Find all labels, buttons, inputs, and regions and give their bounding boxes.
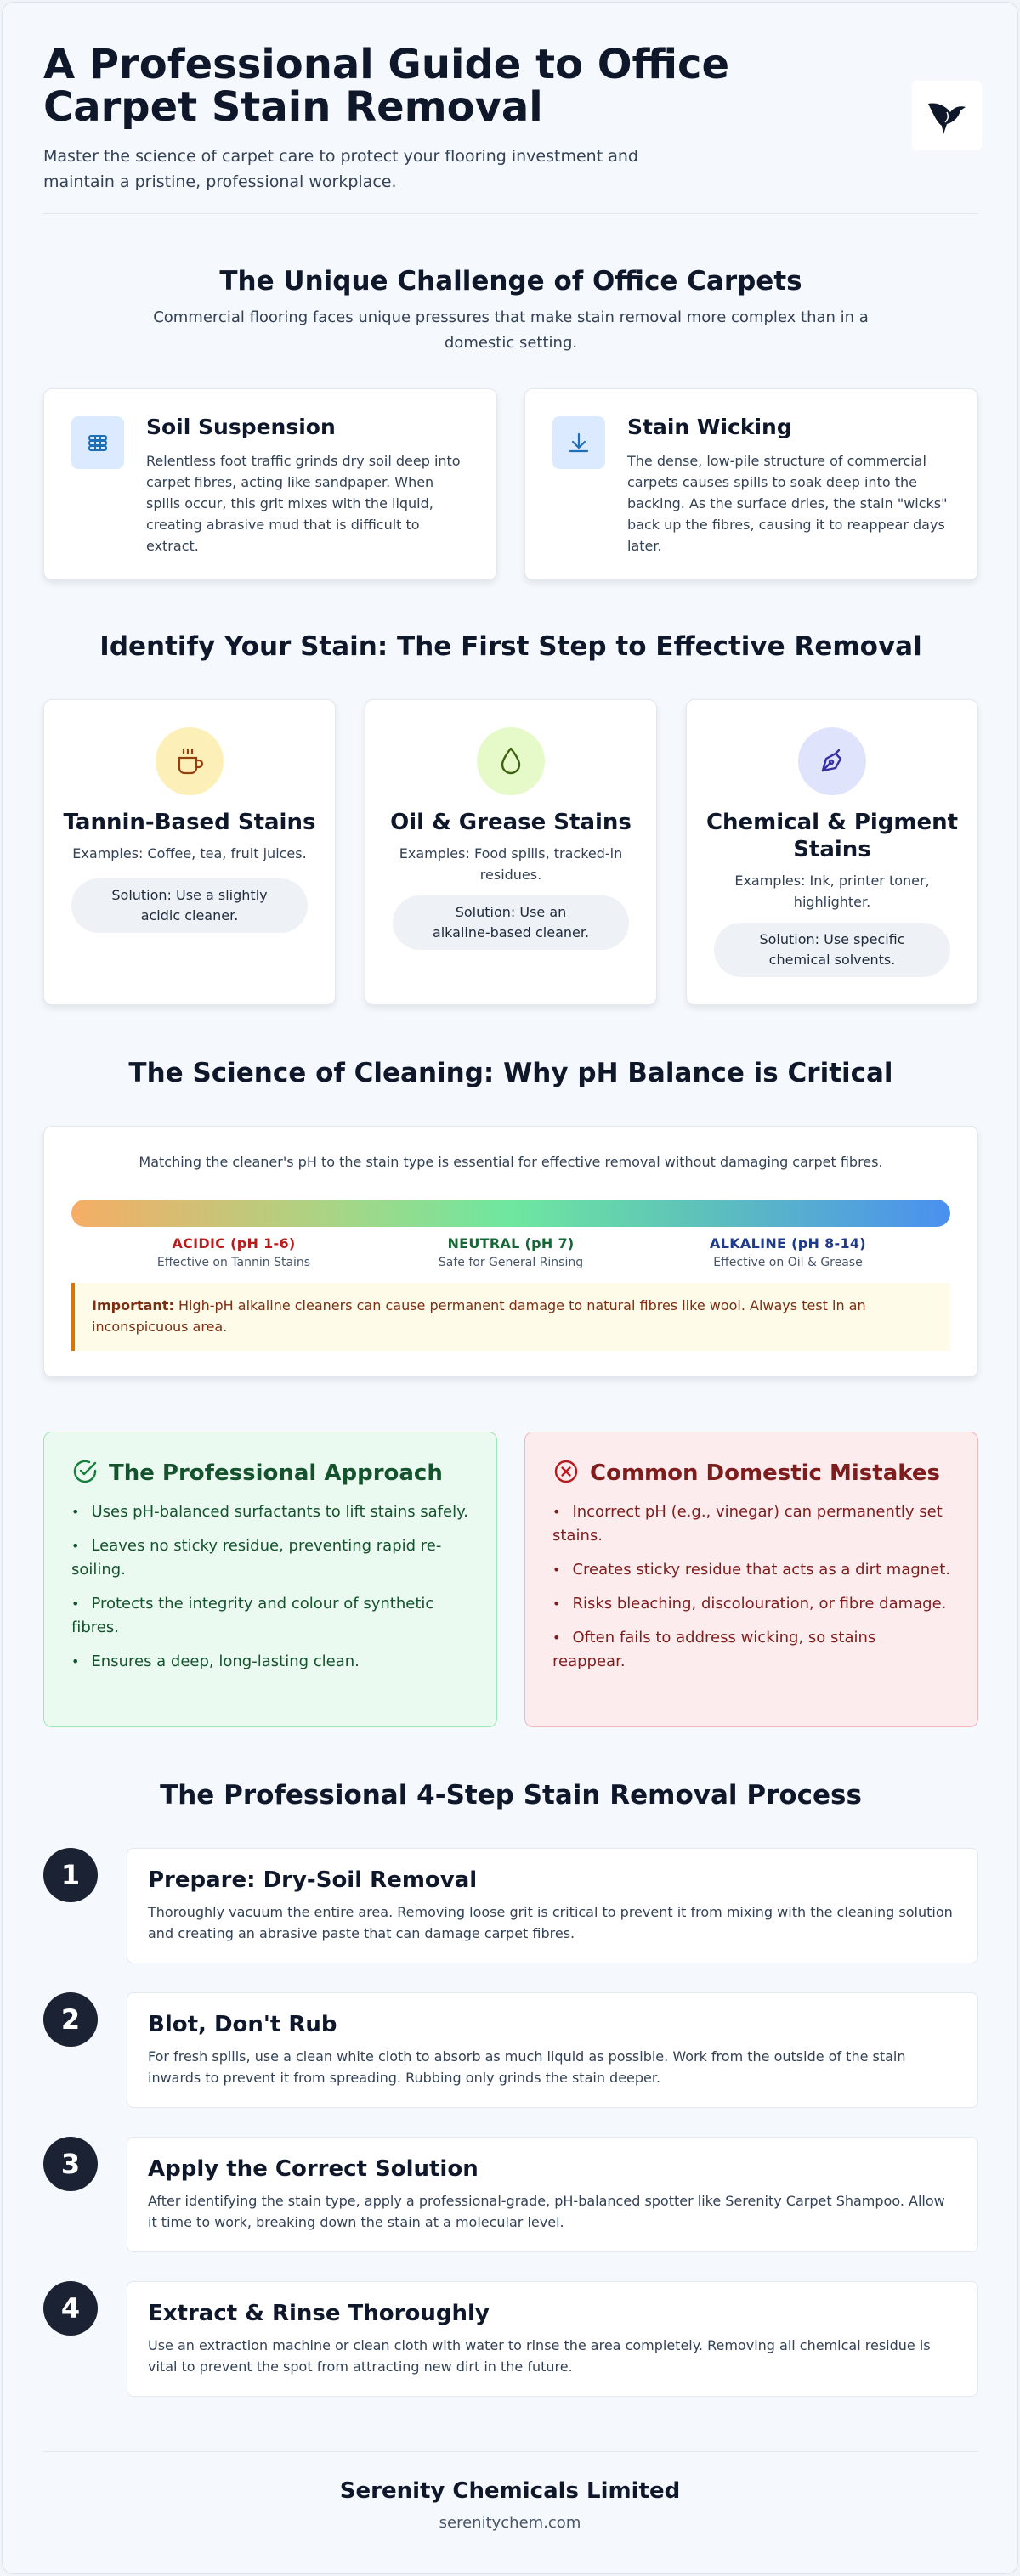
- domestic-mistakes-list: Incorrect pH (e.g., vinegar) can permane…: [552, 1500, 952, 1684]
- header: A Professional Guide to Office Carpet St…: [43, 41, 982, 213]
- ph-card: Matching the cleaner's pH to the stain t…: [43, 1126, 978, 1377]
- step-number: 3: [43, 2137, 98, 2191]
- challenge-card-soil: Soil Suspension Relentless foot traffic …: [43, 388, 497, 580]
- step-card-3: Apply the Correct Solution After identif…: [127, 2137, 978, 2252]
- pen-tool-icon: [798, 727, 866, 795]
- step-text: Use an extraction machine or clean cloth…: [148, 2337, 931, 2375]
- stain-card-solution: Solution: Use specific chemical solvents…: [714, 923, 950, 977]
- step-number: 2: [43, 1992, 98, 2047]
- coffee-cup-icon: [156, 727, 224, 795]
- ph-effect: Effective on Oil & Grease: [713, 1256, 863, 1269]
- professional-approach-list: Uses pH-balanced surfactants to lift sta…: [71, 1500, 471, 1684]
- ph-alkaline: ALKALINE (pH 8-14) Effective on Oil & Gr…: [677, 1235, 898, 1269]
- professional-approach-header: The Professional Approach: [71, 1458, 443, 1489]
- ph-neutral: NEUTRAL (pH 7) Safe for General Rinsing: [400, 1235, 621, 1269]
- step-card-1: Prepare: Dry-Soil Removal Thoroughly vac…: [127, 1848, 978, 1963]
- ph-warning-note: Important: High-pH alkaline cleaners can…: [71, 1283, 950, 1351]
- ph-effect: Safe for General Rinsing: [438, 1256, 584, 1269]
- ph-effect: Effective on Tannin Stains: [156, 1256, 311, 1269]
- step-title: Blot, Don't Rub: [148, 2012, 337, 2037]
- step-title: Extract & Rinse Thoroughly: [148, 2301, 490, 2326]
- domestic-mistakes-panel: Common Domestic Mistakes Incorrect pH (e…: [524, 1432, 978, 1727]
- stain-card-title: Chemical & Pigment Stains: [706, 810, 959, 862]
- list-item: Protects the integrity and colour of syn…: [71, 1592, 471, 1640]
- stain-card-solution: Solution: Use a slightly acidic cleaner.: [71, 878, 308, 933]
- ph-title: The Science of Cleaning: Why pH Balance …: [128, 1058, 893, 1088]
- challenge-card-title: Soil Suspension: [146, 415, 336, 439]
- footer-divider: [43, 2451, 978, 2452]
- step-number: 4: [43, 2281, 98, 2336]
- ph-acidic: ACIDIC (pH 1-6) Effective on Tannin Stai…: [123, 1235, 344, 1269]
- challenge-card-text: Relentless foot traffic grinds dry soil …: [146, 453, 461, 554]
- challenge-title: The Unique Challenge of Office Carpets: [219, 266, 802, 297]
- ph-note-text: High-pH alkaline cleaners can cause perm…: [92, 1297, 866, 1335]
- step-number: 1: [43, 1848, 98, 1902]
- footer-company: Serenity Chemicals Limited: [339, 2478, 681, 2504]
- list-item: Leaves no sticky residue, preventing rap…: [71, 1534, 471, 1582]
- ph-label: NEUTRAL (pH 7): [447, 1235, 575, 1251]
- footer-url[interactable]: serenitychem.com: [439, 2514, 581, 2532]
- challenge-subtitle: Commercial flooring faces unique pressur…: [153, 308, 869, 352]
- step-card-4: Extract & Rinse Thoroughly Use an extrac…: [127, 2281, 978, 2397]
- stain-card-examples: Examples: Food spills, tracked-in residu…: [399, 845, 623, 883]
- check-circle-icon: [71, 1458, 99, 1489]
- professional-approach-panel: The Professional Approach Uses pH-balanc…: [43, 1432, 497, 1727]
- page-title: A Professional Guide to Office Carpet St…: [43, 41, 730, 131]
- list-item: Often fails to address wicking, so stain…: [552, 1626, 952, 1674]
- step-title: Prepare: Dry-Soil Removal: [148, 1867, 478, 1893]
- step-text: Thoroughly vacuum the entire area. Remov…: [148, 1904, 953, 1941]
- step-card-2: Blot, Don't Rub For fresh spills, use a …: [127, 1992, 978, 2108]
- bird-logo-icon: [912, 81, 982, 150]
- domestic-mistakes-header: Common Domestic Mistakes: [552, 1458, 940, 1489]
- stain-card-oil: Oil & Grease Stains Examples: Food spill…: [365, 699, 657, 1005]
- x-circle-icon: [552, 1458, 580, 1489]
- page-subtitle: Master the science of carpet care to pro…: [43, 147, 638, 191]
- list-item: Uses pH-balanced surfactants to lift sta…: [71, 1500, 471, 1524]
- stain-card-title: Oil & Grease Stains: [390, 810, 632, 835]
- challenge-card-wicking: Stain Wicking The dense, low-pile struct…: [524, 388, 978, 580]
- droplet-icon: [477, 727, 545, 795]
- challenge-card-title: Stain Wicking: [627, 415, 792, 439]
- stain-card-examples: Examples: Coffee, tea, fruit juices.: [72, 845, 307, 861]
- identify-title: Identify Your Stain: The First Step to E…: [99, 631, 922, 662]
- list-item: Incorrect pH (e.g., vinegar) can permane…: [552, 1500, 952, 1548]
- ph-label: ALKALINE (pH 8-14): [710, 1235, 866, 1251]
- step-text: For fresh spills, use a clean white clot…: [148, 2048, 906, 2086]
- step-text: After identifying the stain type, apply …: [148, 2193, 945, 2230]
- domestic-mistakes-title: Common Domestic Mistakes: [590, 1460, 940, 1486]
- list-item: Creates sticky residue that acts as a di…: [552, 1558, 952, 1582]
- absorb-down-icon: [552, 416, 605, 469]
- stain-card-solution: Solution: Use an alkaline-based cleaner.: [393, 895, 629, 950]
- ph-label: ACIDIC (pH 1-6): [172, 1235, 296, 1251]
- stain-card-title: Tannin-Based Stains: [63, 810, 316, 835]
- header-divider: [43, 213, 978, 214]
- list-item: Risks bleaching, discolouration, or fibr…: [552, 1592, 952, 1616]
- stain-card-chemical: Chemical & Pigment Stains Examples: Ink,…: [686, 699, 978, 1005]
- process-title: The Professional 4-Step Stain Removal Pr…: [160, 1780, 862, 1811]
- ph-note-label: Important:: [92, 1297, 174, 1313]
- ph-description: Matching the cleaner's pH to the stain t…: [139, 1154, 883, 1170]
- layers-icon: [71, 416, 124, 469]
- challenge-card-text: The dense, low-pile structure of commerc…: [627, 453, 948, 554]
- ph-scale-bar: [71, 1200, 950, 1227]
- professional-approach-title: The Professional Approach: [109, 1460, 443, 1486]
- stain-card-tannin: Tannin-Based Stains Examples: Coffee, te…: [43, 699, 336, 1005]
- step-title: Apply the Correct Solution: [148, 2156, 479, 2182]
- list-item: Ensures a deep, long-lasting clean.: [71, 1650, 471, 1674]
- stain-card-examples: Examples: Ink, printer toner, highlighte…: [734, 873, 930, 910]
